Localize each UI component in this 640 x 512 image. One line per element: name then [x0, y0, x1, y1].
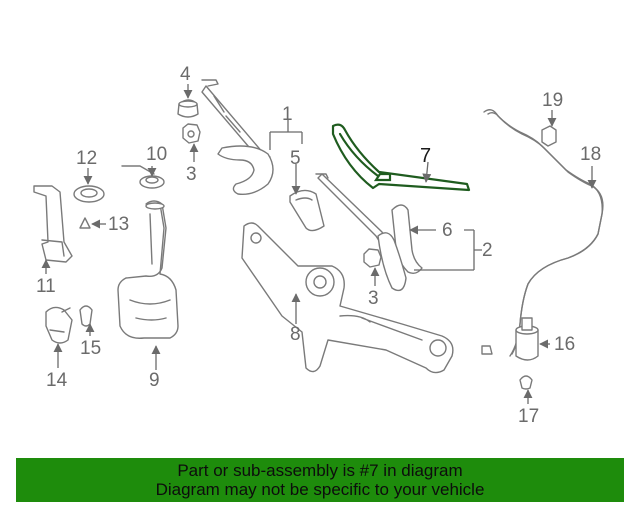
part-9-washer-reservoir: [117, 200, 179, 339]
part-12-grommet: [73, 185, 105, 203]
part-6-wiper-arm: [315, 173, 423, 292]
part-3-nut-lower: [363, 248, 382, 268]
callout-5: 5: [290, 148, 301, 169]
callout-11: 11: [36, 276, 56, 297]
callout-4: 4: [180, 64, 191, 85]
callout-8: 8: [290, 324, 301, 345]
callout-labels: 4 3 1 5 7 6 2 3 8 9 10 12 13 11 15 14 19…: [36, 64, 601, 427]
callout-17: 17: [518, 406, 539, 427]
banner-line-part: Part or sub-assembly is #7 in diagram: [177, 461, 463, 480]
callout-15: 15: [80, 338, 101, 359]
callout-1: 1: [282, 104, 293, 125]
callout-6: 6: [442, 220, 453, 241]
part-8-motor-linkage: [241, 222, 454, 374]
callout-2: 2: [482, 240, 493, 261]
callout-12: 12: [76, 148, 97, 169]
callout-10: 10: [146, 144, 167, 165]
part-17-grommet: [519, 375, 533, 390]
banner-line-disclaimer: Diagram may not be specific to your vehi…: [155, 480, 485, 499]
callout-18: 18: [580, 144, 601, 165]
callout-13: 13: [108, 214, 129, 235]
part-15-plug: [79, 305, 93, 327]
callout-16: 16: [554, 334, 575, 355]
callout-7: 7: [420, 145, 431, 167]
part-1-wiper-arm: [201, 79, 274, 195]
callout-19: 19: [542, 90, 563, 111]
callout-3-lower: 3: [368, 288, 379, 309]
part-5-cover: [289, 189, 325, 232]
info-banner: Part or sub-assembly is #7 in diagram Di…: [16, 458, 624, 502]
part-3-nut-upper: [182, 123, 201, 144]
part-7-wiper-blade: [331, 123, 471, 192]
leader-lines: [41, 84, 597, 404]
part-14-pump: [45, 306, 73, 344]
callout-9: 9: [149, 370, 160, 391]
part-10-filler-cap: [121, 165, 165, 189]
part-11-bracket: [33, 185, 73, 263]
callout-3-upper: 3: [186, 164, 197, 185]
part-4-cap: [177, 99, 199, 118]
part-19-connector: [541, 125, 557, 147]
part-13-clip: [79, 217, 91, 229]
part-16-pump-motor: [515, 317, 539, 361]
callout-14: 14: [46, 370, 68, 391]
